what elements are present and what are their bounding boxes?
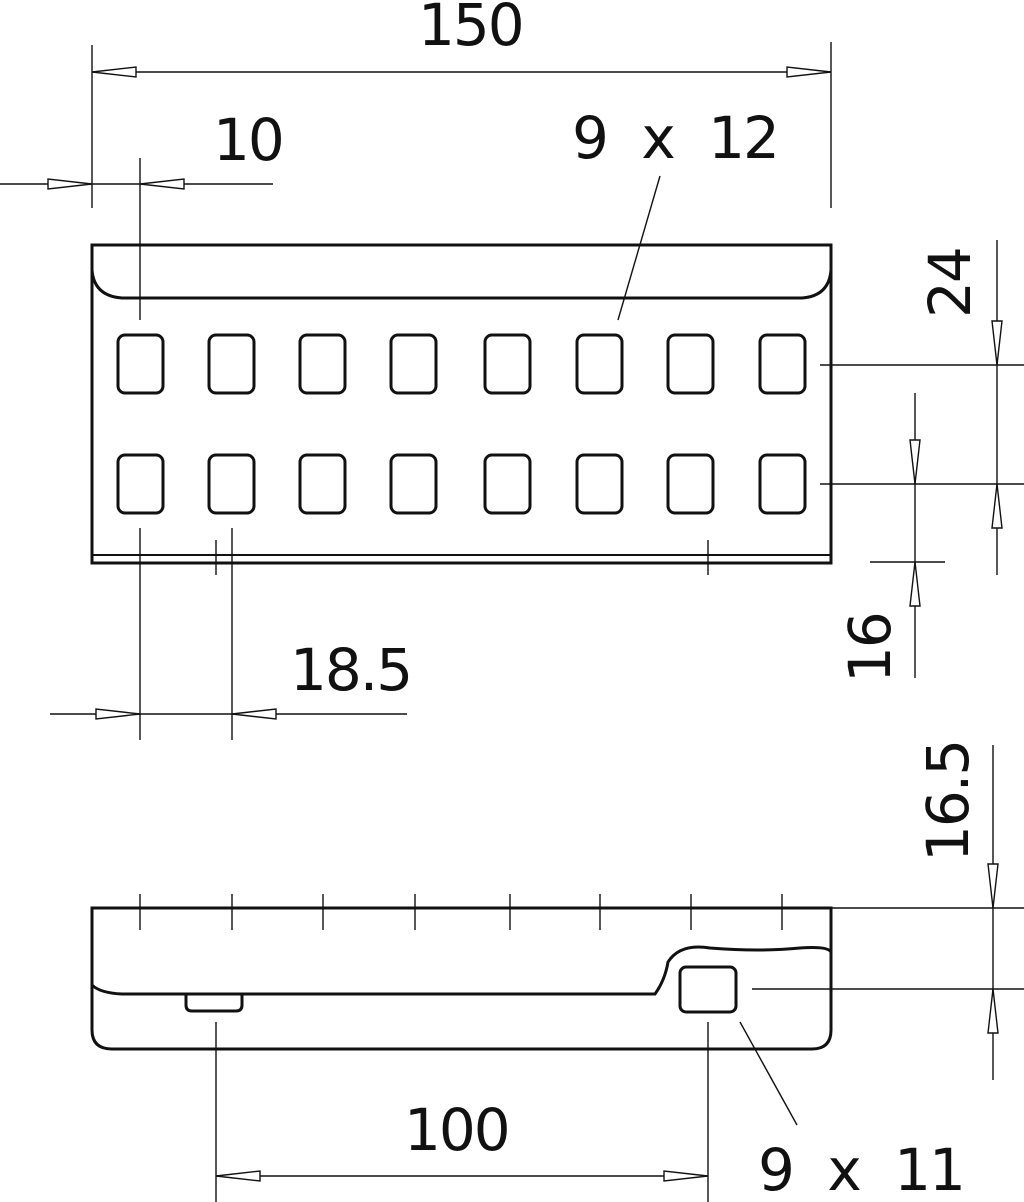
slot: [483, 333, 532, 395]
dimension-top-slot-size: 9 x 12: [572, 104, 780, 321]
slot: [575, 453, 624, 515]
slot: [207, 333, 256, 395]
arrowhead: [95, 708, 141, 720]
slot: [298, 453, 347, 515]
dimension-side-slot-spacing: 100: [215, 1022, 709, 1202]
slot: [666, 333, 715, 395]
row-spacing-label: 16: [836, 613, 904, 683]
side-slot-size-label: 9 x 11: [758, 1136, 964, 1202]
slot: [207, 453, 256, 515]
side-top-ticks: [139, 894, 783, 930]
side-height-label: 16.5: [914, 741, 982, 862]
top-row-offset-label: 24: [916, 248, 984, 318]
slot-row-upper: [116, 333, 807, 395]
dimension-side-height: 16.5: [752, 741, 1024, 1080]
dimension-slot-pitch: 18.5: [50, 528, 709, 740]
side-view-outline: [90, 906, 833, 1051]
slot-row-lower: [116, 453, 807, 515]
side-fold-line: [90, 945, 833, 996]
side-bottom-slot: [184, 994, 244, 1013]
slot: [666, 453, 715, 515]
dimension-top-row-offset: 24: [820, 240, 1024, 575]
slot: [298, 333, 347, 395]
dimension-overall-length: 150: [91, 0, 832, 208]
dimension-side-slot-size: 9 x 11: [739, 1021, 966, 1202]
arrowhead: [231, 708, 277, 720]
dimension-row-spacing: 16: [820, 393, 1024, 683]
arrowhead: [909, 439, 921, 485]
side-slot: [678, 965, 738, 1014]
top-fold-edge: [90, 269, 833, 300]
slot: [116, 333, 165, 395]
side-slot-spacing-label: 100: [404, 1096, 509, 1164]
slot: [758, 333, 807, 395]
arrowhead: [987, 863, 999, 909]
arrowhead: [786, 66, 832, 78]
arrowhead: [47, 178, 93, 190]
top-slot-size-label: 9 x 12: [572, 104, 778, 172]
slot: [483, 453, 532, 515]
arrowhead: [991, 483, 1003, 529]
edge-offset-label: 10: [213, 106, 283, 174]
arrowhead: [909, 561, 921, 607]
top-view-outline: [90, 243, 833, 565]
overall-length-label: 150: [418, 0, 523, 59]
arrowhead: [91, 66, 137, 78]
arrowhead: [139, 178, 185, 190]
slot: [389, 453, 438, 515]
top-view: [90, 243, 833, 565]
arrowhead: [663, 1170, 709, 1182]
side-view: [90, 894, 833, 1051]
slot: [389, 333, 438, 395]
arrowhead: [991, 320, 1003, 366]
dimension-edge-offset: 10: [0, 106, 285, 320]
slot: [575, 333, 624, 395]
slot: [758, 453, 807, 515]
arrowhead: [215, 1170, 261, 1182]
arrowhead: [987, 988, 999, 1034]
slot-pitch-label: 18.5: [290, 636, 411, 704]
slot: [116, 453, 165, 515]
